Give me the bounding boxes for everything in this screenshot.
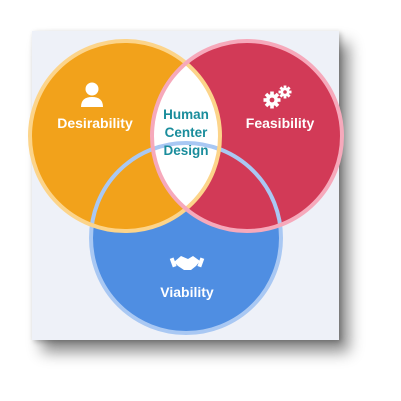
center-lens	[152, 41, 220, 231]
feasibility-ring	[150, 39, 344, 233]
gears-icon	[263, 85, 292, 109]
desirability-label: Desirability	[57, 115, 133, 131]
person-icon	[81, 82, 103, 107]
desirability-ring	[28, 39, 222, 233]
viability-ring	[89, 141, 283, 335]
feasibility-label: Feasibility	[246, 115, 315, 131]
center-label-line-2: Center	[165, 125, 209, 140]
handshake-icon	[169, 256, 205, 270]
center-label-line-1: Human	[163, 107, 209, 122]
center-label-line-3: Design	[163, 143, 208, 158]
viability-label: Viability	[160, 284, 214, 300]
